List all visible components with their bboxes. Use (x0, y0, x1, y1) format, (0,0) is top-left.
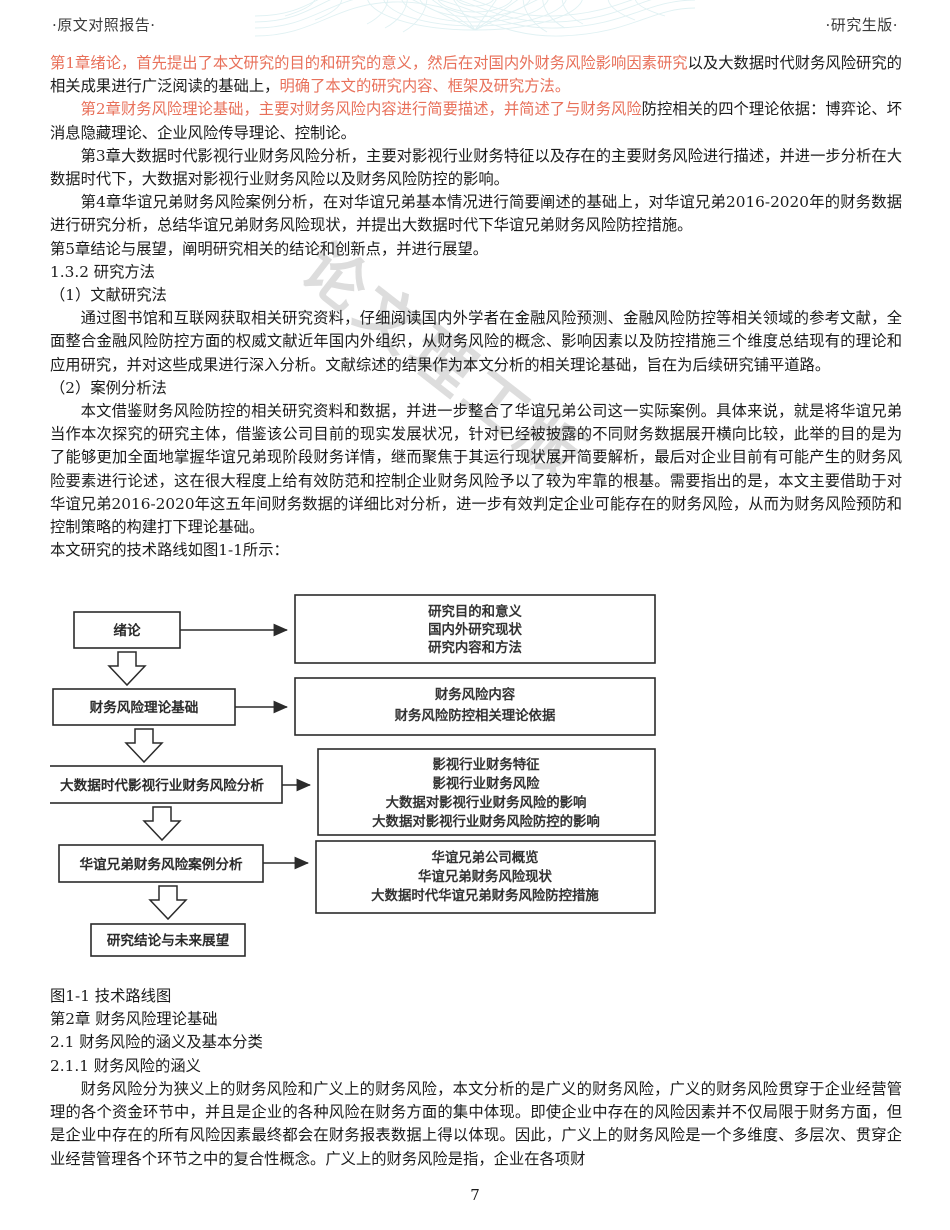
figure-caption: 图1-1 技术路线图 (50, 987, 172, 1005)
detail-case-line-3: 大数据时代华谊兄弟财务风险防控措施 (371, 887, 599, 904)
detail-case-line-2: 华谊兄弟财务风险现状 (418, 868, 553, 885)
technical-roadmap-figure: 绪论 财务风险理论基础 大数据时代影视行业财务风险分析 华谊兄弟财务风险案例分析… (50, 592, 902, 970)
p-method-2-title: （2）案例分析法 (50, 377, 902, 400)
p-chapter5: 第5章结论与展望，阐明研究相关的结论和创新点，并进行展望。 (50, 238, 902, 261)
box-case-analysis-label: 华谊兄弟财务风险案例分析 (79, 856, 243, 873)
detail-introduction-line-2: 国内外研究现状 (428, 621, 522, 638)
detail-industry-line-4: 大数据对影视行业财务风险防控的影响 (372, 813, 600, 830)
p-chapter1-run: 第1章绪论，首先提出了本文研究的目的和研究的意义，然后在对国内外财务风险影响因素… (50, 54, 688, 72)
document-body: 第1章绪论，首先提出了本文研究的目的和研究的意义，然后在对国内外财务风险影响因素… (50, 52, 902, 562)
detail-industry-line-2: 影视行业财务风险 (432, 775, 540, 792)
detail-industry-line-1: 影视行业财务特征 (432, 756, 540, 773)
down-arrow-icon-4 (148, 885, 188, 921)
heading-211: 2.1.1 财务风险的涵义 (50, 1056, 201, 1075)
heading-chapter2: 第2章 财务风险理论基础 (50, 1010, 218, 1029)
detail-introduction-line-3: 研究内容和方法 (428, 639, 522, 656)
p-chapter2: 第2章财务风险理论基础，主要对财务风险内容进行简要描述，并简述了与财务风险防控相… (50, 98, 902, 144)
p-method-2-body-run: 本文借鉴财务风险防控的相关研究资料和数据，并进一步整合了华谊兄弟公司这一实际案例… (50, 402, 902, 537)
p-chapter5-run: 第5章结论与展望，阐明研究相关的结论和创新点，并进行展望。 (50, 239, 489, 258)
p-heading-132-run: 1.3.2 研究方法 (50, 262, 155, 281)
p-method-2-body: 本文借鉴财务风险防控的相关研究资料和数据，并进一步整合了华谊兄弟公司这一实际案例… (50, 400, 902, 539)
detail-case-line-1: 华谊兄弟公司概览 (431, 849, 538, 866)
detail-introduction-line-1: 研究目的和意义 (428, 603, 522, 620)
detail-theory-basis-line-2: 财务风险防控相关理论依据 (395, 707, 556, 724)
p-chapter4-run: 第4章华谊兄弟财务风险案例分析，在对华谊兄弟基本情况进行简要阐述的基础上，对华谊… (50, 193, 902, 235)
box-industry-analysis: 大数据时代影视行业财务风险分析 (50, 765, 283, 804)
figure-caption-block: 图1-1 技术路线图 第2章 财务风险理论基础 2.1 财务风险的涵义及基本分类… (50, 985, 902, 1078)
detail-industry-analysis: 影视行业财务特征 影视行业财务风险 大数据对影视行业财务风险的影响 大数据对影视… (317, 748, 656, 836)
detail-introduction: 研究目的和意义 国内外研究现状 研究内容和方法 (294, 594, 656, 664)
box-theory-basis-label: 财务风险理论基础 (89, 699, 199, 716)
p-chapter3: 第3章大数据时代影视行业财务风险分析，主要对影视行业财务特征以及存在的主要财务风… (50, 145, 902, 191)
box-introduction: 绪论 (73, 611, 181, 649)
detail-industry-line-3: 大数据对影视行业财务风险的影响 (386, 794, 587, 811)
p-chapter4: 第4章华谊兄弟财务风险案例分析，在对华谊兄弟基本情况进行简要阐述的基础上，对华谊… (50, 191, 902, 237)
down-arrow-icon-2 (124, 728, 164, 764)
p-chapter1: 第1章绪论，首先提出了本文研究的目的和研究的意义，然后在对国内外财务风险影响因素… (50, 52, 902, 98)
down-arrow-icon-1 (107, 651, 147, 687)
page-header: ·原文对照报告· ·研究生版· (52, 12, 898, 36)
box-introduction-label: 绪论 (113, 622, 141, 639)
box-theory-basis: 财务风险理论基础 (52, 688, 236, 726)
header-right-label: ·研究生版· (825, 15, 898, 34)
header-left-label: ·原文对照报告· (52, 15, 156, 34)
detail-theory-basis: 财务风险内容 财务风险防控相关理论依据 (294, 677, 656, 736)
p-chapter2-run: 第2章财务风险理论基础，主要对财务风险内容进行简要描述，并简述了与财务风险 (80, 100, 642, 119)
p-figure-lead: 本文研究的技术路线如图1-1所示： (50, 539, 902, 562)
box-case-analysis: 华谊兄弟财务风险案例分析 (58, 844, 264, 883)
detail-theory-basis-line-1: 财务风险内容 (435, 686, 516, 703)
down-arrow-icon-3 (142, 806, 182, 842)
detail-case-analysis: 华谊兄弟公司概览 华谊兄弟财务风险现状 大数据时代华谊兄弟财务风险防控措施 (315, 840, 656, 914)
tail-paragraph-block: 财务风险分为狭义上的财务风险和广义上的财务风险，本文分析的是广义的财务风险，广义… (50, 1078, 902, 1171)
p-chapter1-run: 明确了本文的研究内容、框架及研究方法。 (279, 77, 571, 96)
p-chapter2-run: 防控相关的四个理论依据：博弈论、坏消息隐藏理论、企业风险传导理论、控制论。 (50, 100, 902, 142)
box-conclusion: 研究结论与未来展望 (90, 923, 246, 957)
p-method-1-title-run: （1）文献研究法 (50, 286, 167, 305)
p-method-2-title-run: （2）案例分析法 (50, 378, 167, 397)
p-method-1-title: （1）文献研究法 (50, 284, 902, 307)
p-chapter3-run: 第3章大数据时代影视行业财务风险分析，主要对影视行业财务特征以及存在的主要财务风… (50, 146, 902, 189)
p-method-1-body-run: 通过图书馆和互联网获取相关研究资料，仔细阅读国内外学者在金融风险预测、金融风险防… (50, 309, 902, 374)
p-figure-lead-run: 本文研究的技术路线如图1-1所示： (50, 541, 289, 560)
heading-21: 2.1 财务风险的涵义及基本分类 (50, 1033, 263, 1052)
page-number: 7 (470, 1186, 480, 1204)
p-heading-132: 1.3.2 研究方法 (50, 261, 902, 284)
tail-paragraph: 财务风险分为狭义上的财务风险和广义上的财务风险，本文分析的是广义的财务风险，广义… (50, 1080, 902, 1168)
box-conclusion-label: 研究结论与未来展望 (107, 932, 230, 949)
box-industry-analysis-label: 大数据时代影视行业财务风险分析 (60, 777, 264, 794)
p-chapter1-run: 以及大数据时代财务风险研究的相关成果进行广泛阅读的基础上， (50, 54, 902, 96)
p-method-1-body: 通过图书馆和互联网获取相关研究资料，仔细阅读国内外学者在金融风险预测、金融风险防… (50, 307, 902, 377)
